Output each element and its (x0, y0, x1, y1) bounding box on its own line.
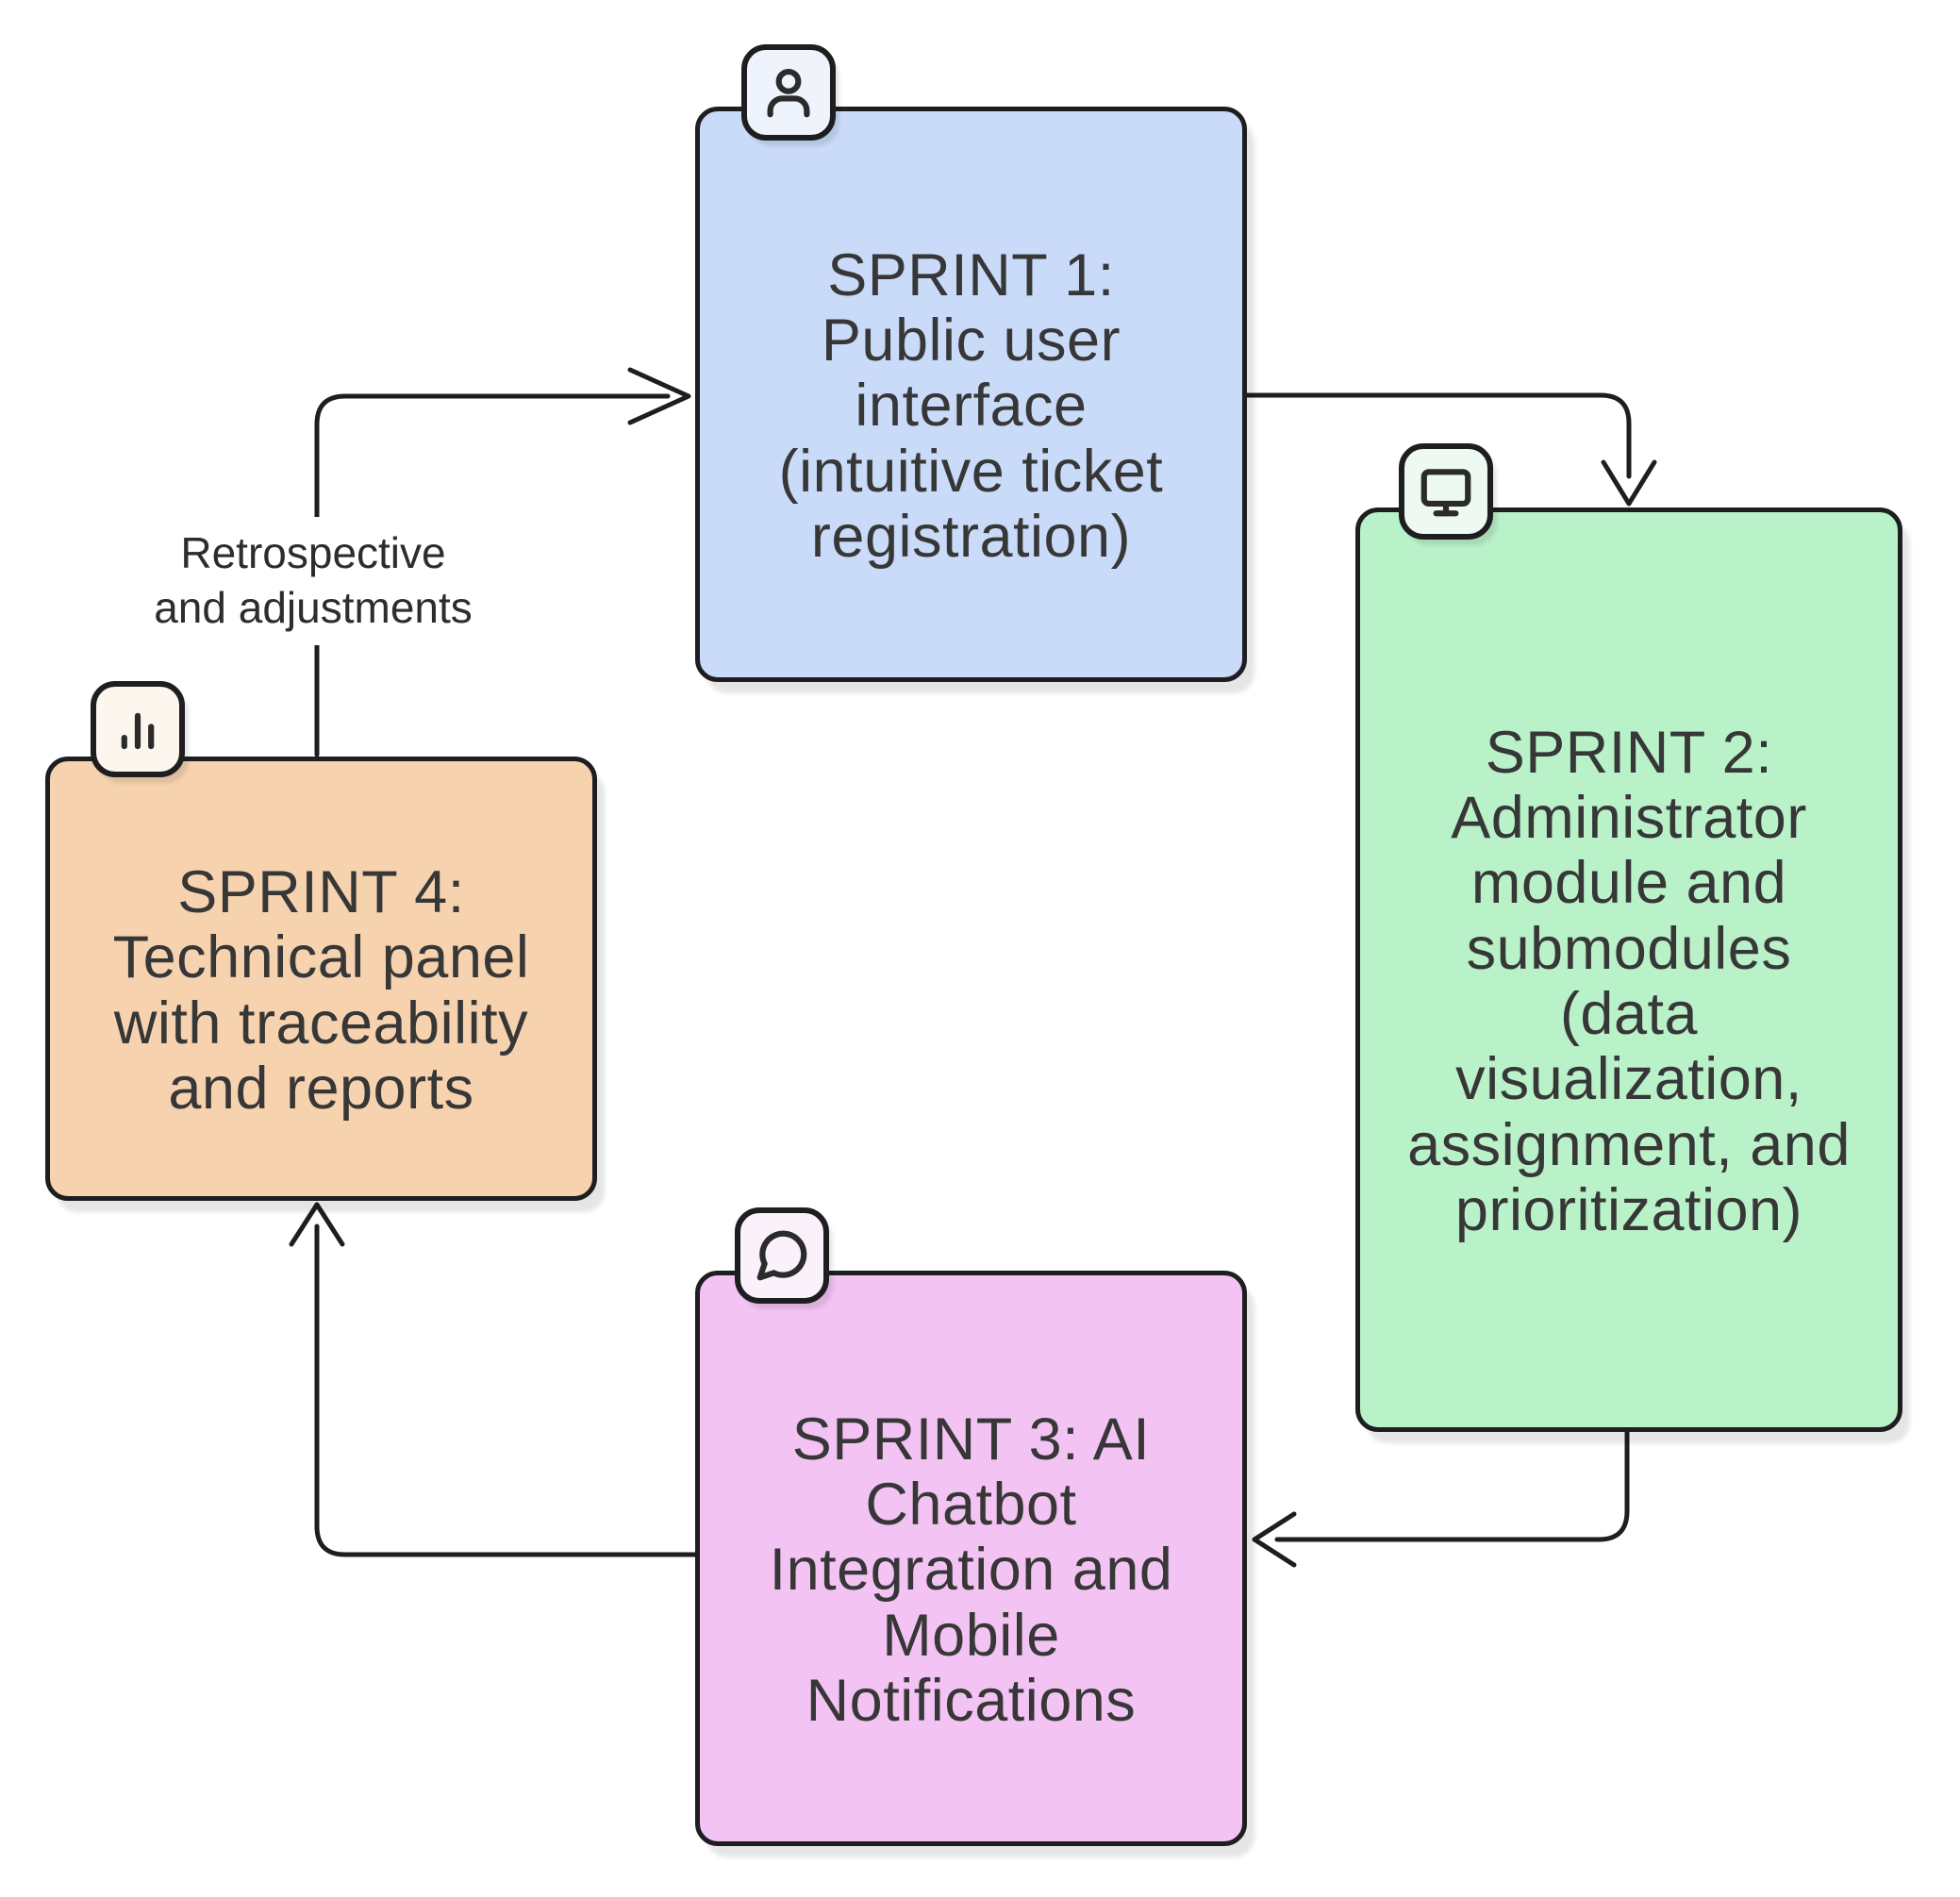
arrowhead-down-icon (1601, 459, 1657, 507)
arrowhead-right-icon (627, 367, 691, 425)
node-sprint-3-label: SPRINT 3: AI Chatbot Integration and Mob… (769, 1406, 1173, 1734)
arrowhead-up-icon (289, 1202, 345, 1247)
arrowhead-left-icon (1252, 1511, 1297, 1568)
node-sprint-2-label: SPRINT 2: Administrator module and submo… (1407, 719, 1851, 1243)
node-sprint-1-label: SPRINT 1: Public user interface (intuiti… (778, 241, 1164, 570)
edge-sprint2-to-sprint3 (1274, 1429, 1630, 1542)
node-sprint-4: SPRINT 4: Technical panel with traceabil… (45, 757, 597, 1201)
edge-sprint3-to-sprint4 (314, 1223, 698, 1557)
chat-bubble-icon (735, 1207, 829, 1304)
node-sprint-4-label: SPRINT 4: Technical panel with traceabil… (112, 858, 530, 1122)
node-sprint-1: SPRINT 1: Public user interface (intuiti… (695, 107, 1247, 682)
edge-sprint1-to-sprint2 (1244, 392, 1632, 479)
edge-label-retrospective: Retrospective and adjustments (77, 517, 549, 645)
monitor-icon (1399, 443, 1493, 540)
bar-chart-icon (91, 681, 185, 777)
node-sprint-3: SPRINT 3: AI Chatbot Integration and Mob… (695, 1271, 1247, 1846)
edge-sprint4-to-sprint1 (314, 393, 671, 757)
node-sprint-2: SPRINT 2: Administrator module and submo… (1355, 508, 1902, 1432)
user-icon (741, 44, 836, 141)
